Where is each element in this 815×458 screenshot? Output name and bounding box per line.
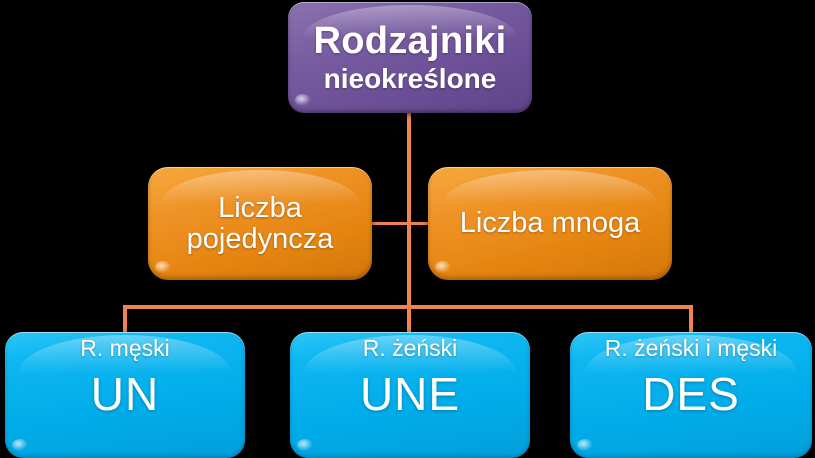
liczba-mnoga-line1: Liczba mnoga xyxy=(459,207,641,240)
une-article: UNE xyxy=(359,368,461,421)
root-title-line1: Rodzajniki xyxy=(313,19,507,62)
un-gender-label: R. męski xyxy=(80,335,170,361)
connector-drop-right xyxy=(689,305,693,335)
des-gender-label: R. żeński i męski xyxy=(604,335,778,361)
liczba-pojedyncza-line1: Liczba xyxy=(218,192,302,225)
liczba-pojedyncza-line2: pojedyncza xyxy=(186,222,334,255)
connector-orange-horizontal xyxy=(369,222,431,225)
node-une-zenski[interactable]: R. żeński UNE xyxy=(290,332,530,458)
node-liczba-mnoga[interactable]: Liczba mnoga xyxy=(428,167,672,280)
node-root-rodzajniki-nieokreslone[interactable]: Rodzajniki nieokreślone xyxy=(288,2,532,113)
node-liczba-pojedyncza[interactable]: Liczba pojedyncza xyxy=(148,167,372,280)
node-des-zenski-i-meski[interactable]: R. żeński i męski DES xyxy=(570,332,812,458)
connector-trunk-vertical xyxy=(407,112,411,308)
un-article: UN xyxy=(90,368,160,421)
une-gender-label: R. żeński xyxy=(362,335,458,361)
root-title-line2: nieokreślone xyxy=(323,62,497,94)
connector-drop-center xyxy=(407,305,411,335)
connector-drop-left xyxy=(123,305,127,335)
des-article: DES xyxy=(642,368,740,421)
node-un-meski[interactable]: R. męski UN xyxy=(5,332,245,458)
